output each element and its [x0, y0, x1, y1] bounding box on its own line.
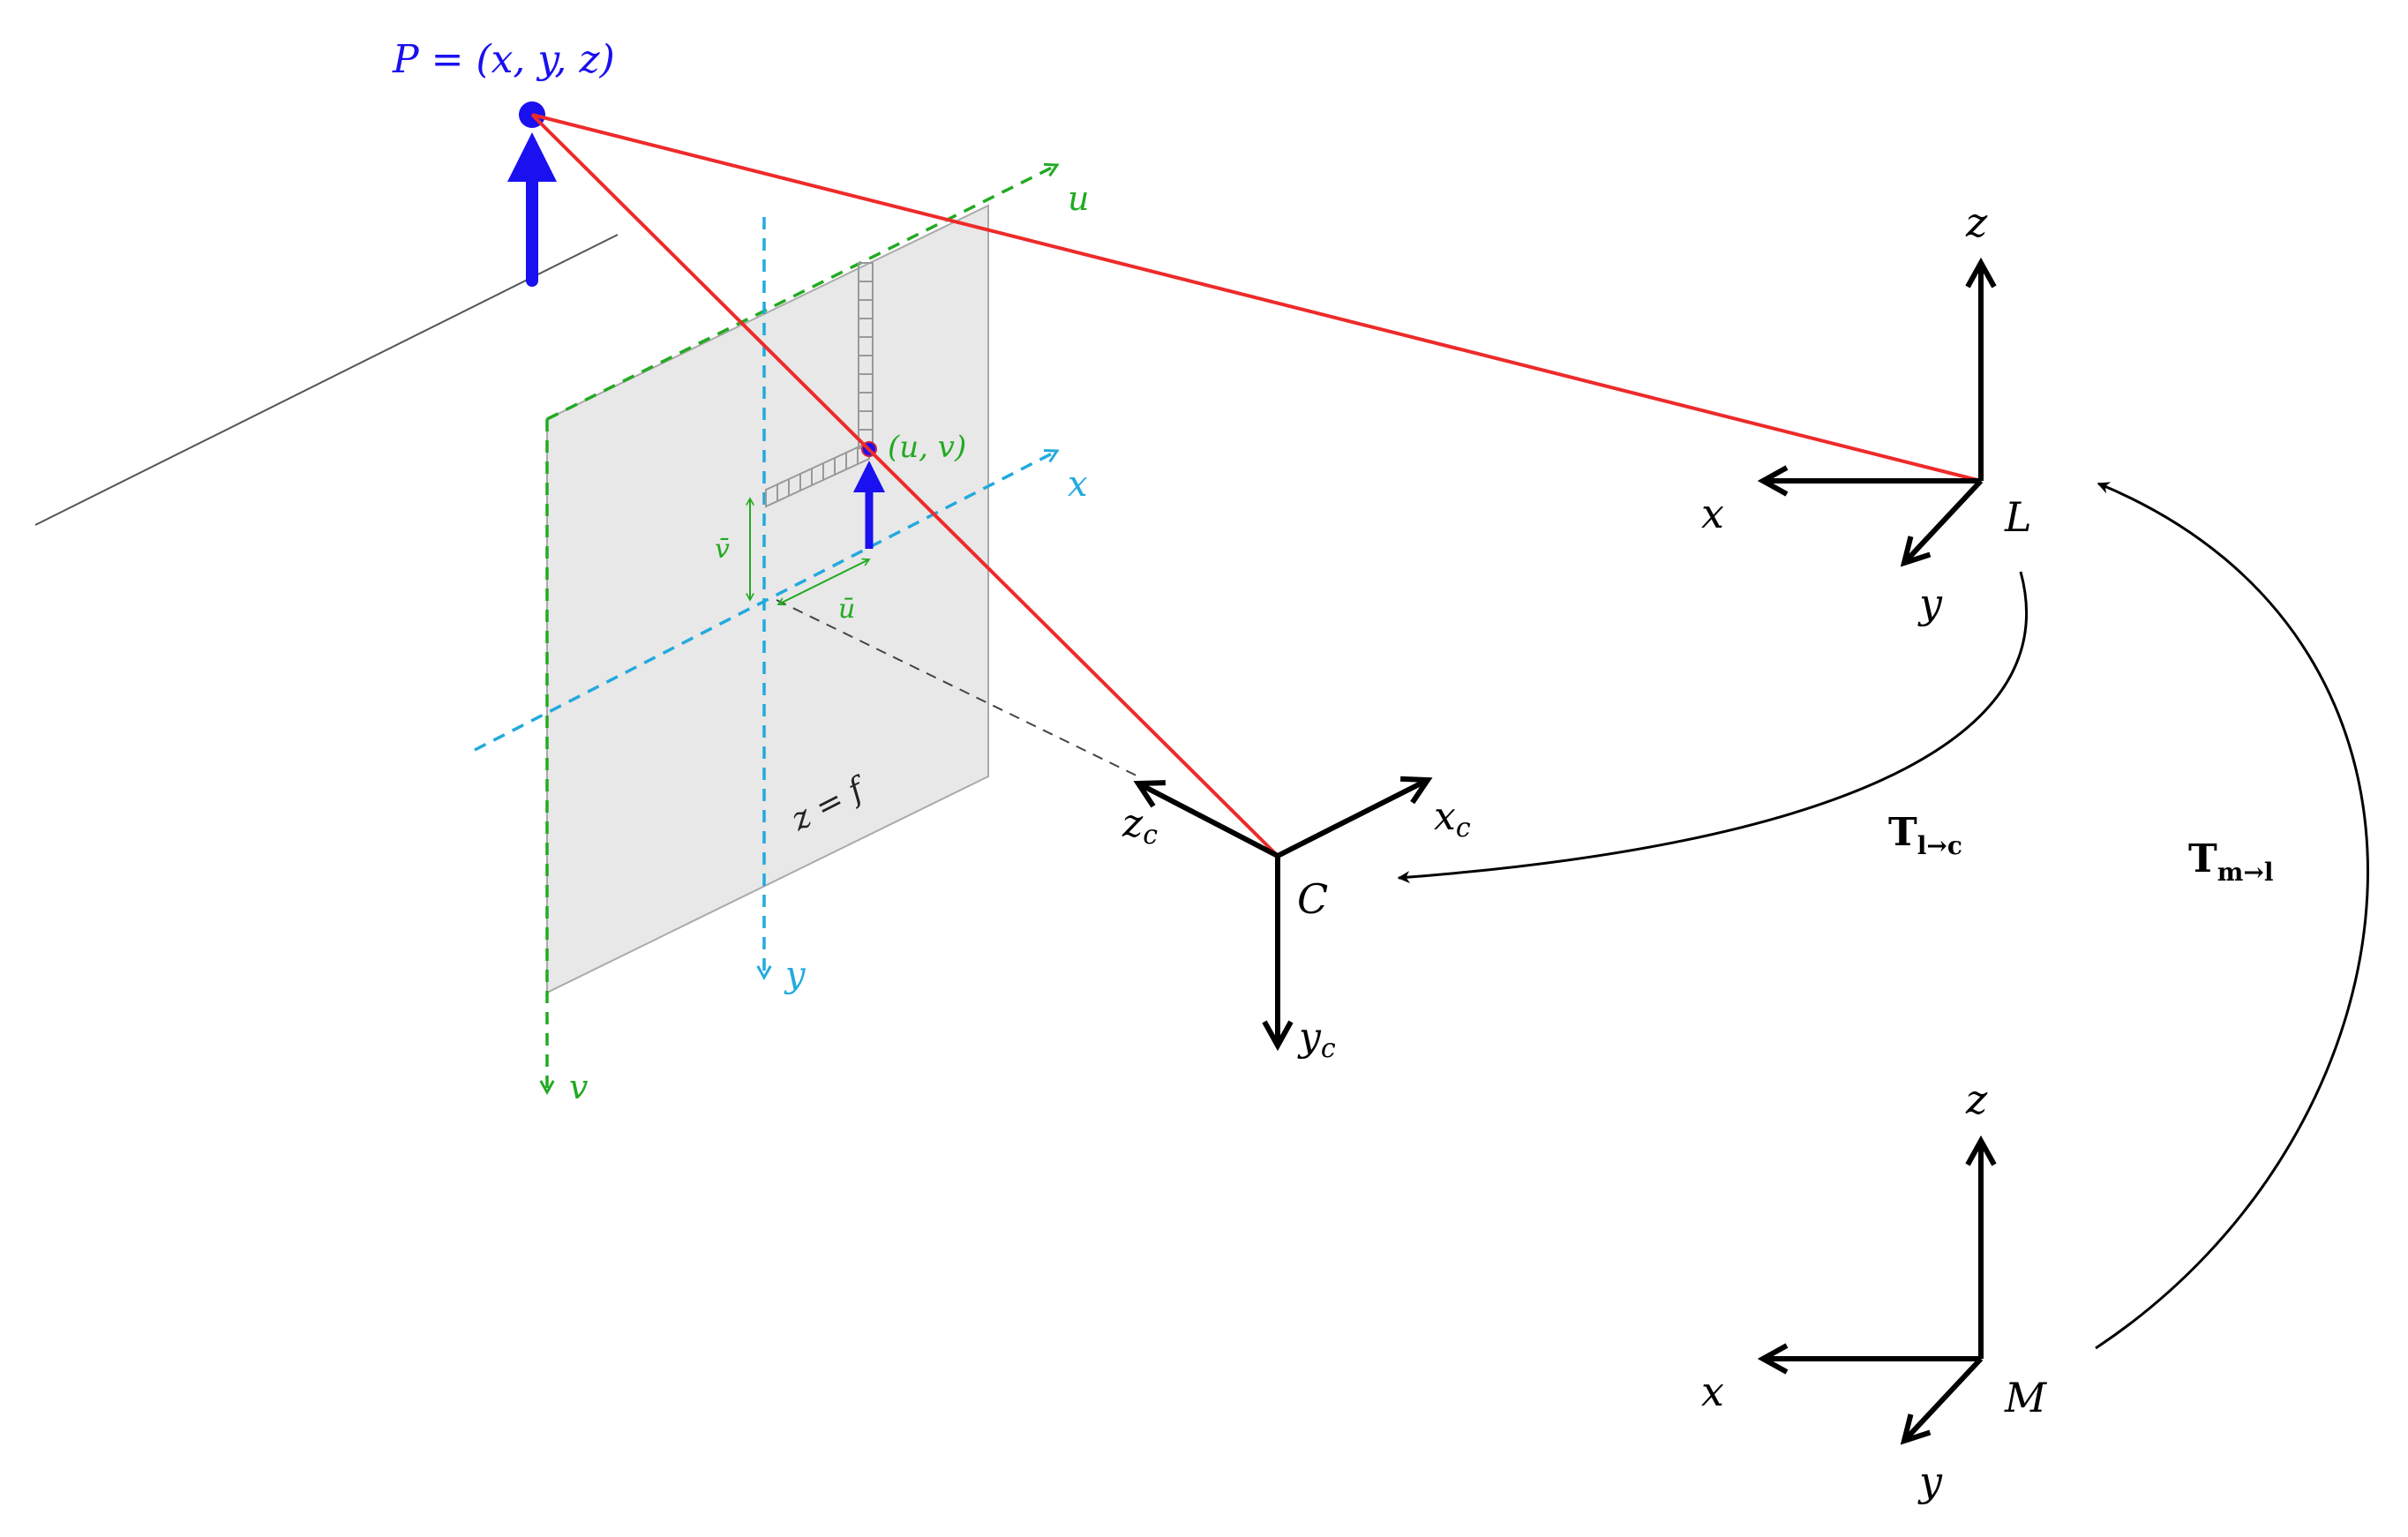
v-bar-label: v̄ [715, 534, 730, 565]
map-z-label: z [1965, 1076, 1988, 1123]
map-frame [1763, 1141, 1981, 1441]
u-axis [546, 165, 1057, 421]
map-to-lidar-curve [2095, 482, 2369, 1350]
ray-to-camera [530, 113, 1279, 858]
lidar-z-label: z [1965, 199, 1988, 246]
map-x-label: x [1701, 1368, 1724, 1415]
map-frame-name: M [2004, 1374, 2048, 1421]
lidar-to-camera-curve [1397, 571, 2028, 884]
camera-y-axis-label: y [784, 955, 806, 995]
u-bar-dimension [778, 559, 869, 604]
optical-axis [776, 599, 1139, 777]
camera-x-label: xc [1434, 794, 1471, 843]
u-axis-label: u [1068, 179, 1089, 218]
ground-line [34, 234, 619, 526]
camera-frame-name: C [1297, 875, 1328, 923]
lidar-frame [1763, 263, 1981, 563]
lidar-y-label: y [1917, 580, 1943, 627]
camera-y-label: yc [1297, 1015, 1336, 1064]
v-axis-label: v [569, 1068, 589, 1106]
ray-to-lidar [531, 113, 1982, 483]
map-to-lidar-label: Tm→l [2188, 836, 2273, 887]
lidar-to-camera-label: Tl→c [1888, 810, 1962, 860]
u-bar-label: ū [838, 594, 855, 625]
map-y-label: y [1917, 1458, 1943, 1505]
pixel-grid-vertical [858, 262, 874, 449]
pixel-grid-horizontal [765, 440, 870, 508]
camera-frame [1138, 780, 1428, 1046]
camera-x-axis-label: x [1068, 464, 1088, 505]
lidar-x-label: x [1701, 490, 1724, 537]
projection-label: (u, v) [888, 430, 966, 465]
camera-x-axis [474, 451, 1057, 752]
point-label: P = (x, y, z) [392, 37, 615, 82]
camera-z-label: zc [1121, 801, 1158, 851]
lidar-frame-name: L [2004, 493, 2032, 541]
